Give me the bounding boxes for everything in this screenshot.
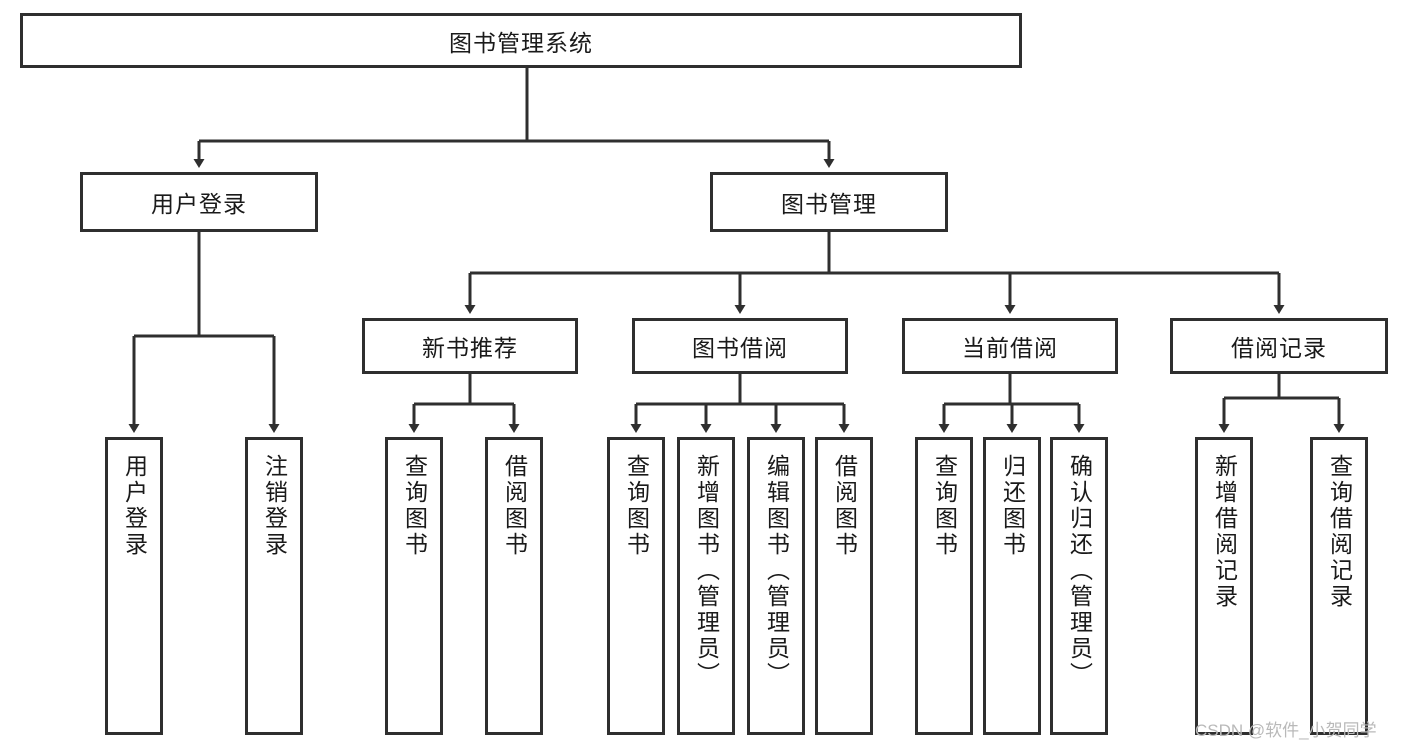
node-user-login-label: 用户登录 — [151, 191, 247, 217]
leaf-add-borrow-record[interactable]: 新增借阅记录 — [1195, 437, 1253, 735]
leaf-edit-book-admin[interactable]: 编辑图书（管理员） — [747, 437, 805, 735]
leaf-label: 查询图书 — [401, 454, 428, 558]
leaf-label: 查询图书 — [623, 454, 650, 558]
leaf-label: 借阅图书 — [831, 454, 858, 558]
leaf-label: 确认归还（管理员） — [1066, 454, 1093, 688]
leaf-label: 注销登录 — [261, 454, 288, 558]
node-borrow-record[interactable]: 借阅记录 — [1170, 318, 1388, 374]
leaf-label: 借阅图书 — [501, 454, 528, 558]
leaf-label: 新增借阅记录 — [1211, 454, 1238, 610]
leaf-user-logout[interactable]: 注销登录 — [245, 437, 303, 735]
node-user-login[interactable]: 用户登录 — [80, 172, 318, 232]
node-root-label: 图书管理系统 — [449, 29, 593, 56]
leaf-label: 查询借阅记录 — [1326, 454, 1353, 610]
leaf-add-book-admin[interactable]: 新增图书（管理员） — [677, 437, 735, 735]
node-borrow-record-label: 借阅记录 — [1231, 335, 1327, 361]
leaf-return-book[interactable]: 归还图书 — [983, 437, 1041, 735]
leaf-query-book-current[interactable]: 查询图书 — [915, 437, 973, 735]
node-book-borrow[interactable]: 图书借阅 — [632, 318, 848, 374]
leaf-query-book-new[interactable]: 查询图书 — [385, 437, 443, 735]
node-new-book-recommend-label: 新书推荐 — [422, 335, 518, 361]
node-new-book-recommend[interactable]: 新书推荐 — [362, 318, 578, 374]
leaf-borrow-book-new[interactable]: 借阅图书 — [485, 437, 543, 735]
leaf-label: 归还图书 — [999, 454, 1026, 558]
leaf-label: 新增图书（管理员） — [693, 454, 720, 688]
leaf-confirm-return-admin[interactable]: 确认归还（管理员） — [1050, 437, 1108, 735]
node-root[interactable]: 图书管理系统 — [20, 13, 1022, 68]
node-current-borrow-label: 当前借阅 — [962, 335, 1058, 361]
leaf-user-login[interactable]: 用户登录 — [105, 437, 163, 735]
leaf-query-borrow-record[interactable]: 查询借阅记录 — [1310, 437, 1368, 735]
leaf-query-book-borrow[interactable]: 查询图书 — [607, 437, 665, 735]
node-book-management-label: 图书管理 — [781, 191, 877, 217]
leaf-label: 编辑图书（管理员） — [763, 454, 790, 688]
node-current-borrow[interactable]: 当前借阅 — [902, 318, 1118, 374]
node-book-borrow-label: 图书借阅 — [692, 335, 788, 361]
node-book-management[interactable]: 图书管理 — [710, 172, 948, 232]
leaf-label: 用户登录 — [121, 454, 148, 558]
watermark-text: CSDN @软件_小贺同学 — [1195, 721, 1377, 740]
leaf-label: 查询图书 — [931, 454, 958, 558]
leaf-borrow-book[interactable]: 借阅图书 — [815, 437, 873, 735]
